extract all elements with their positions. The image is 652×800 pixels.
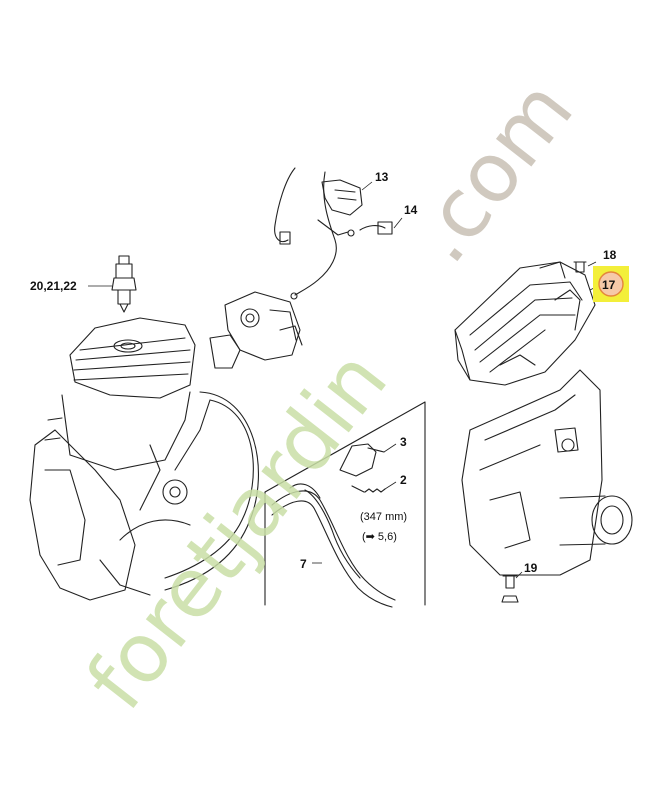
callout-13: 13 [375,170,389,184]
cylinder-assembly [29,317,260,601]
callout-2: 2 [400,473,407,487]
callout-20-22: 20,21,22 [30,279,77,293]
housing [461,369,633,603]
callout-labels: 13 14 20,21,22 18 17 3 2 (347 mm) (➡ 5,6… [30,170,617,575]
cover-part-17 [454,261,599,386]
callout-7: 7 [300,557,307,571]
ignition-module [209,291,303,369]
callout-18: 18 [603,248,617,262]
spark-plug [88,255,137,313]
watermark-text-b: .com [393,63,592,280]
callout-17: 17 [602,278,616,292]
callout-19: 19 [524,561,538,575]
wiring-harness [274,167,403,300]
ht-lead-inset [264,401,426,608]
watermark: foretjardin .com [69,63,592,727]
highlight-17[interactable] [593,266,629,302]
callout-14: 14 [404,203,418,217]
callout-3: 3 [400,435,407,449]
highlight-circle [598,271,624,297]
length-note: (347 mm) [360,511,407,523]
watermark-text-a: foretjardin [69,333,406,727]
ref-note: (➡ 5,6) [362,531,397,543]
